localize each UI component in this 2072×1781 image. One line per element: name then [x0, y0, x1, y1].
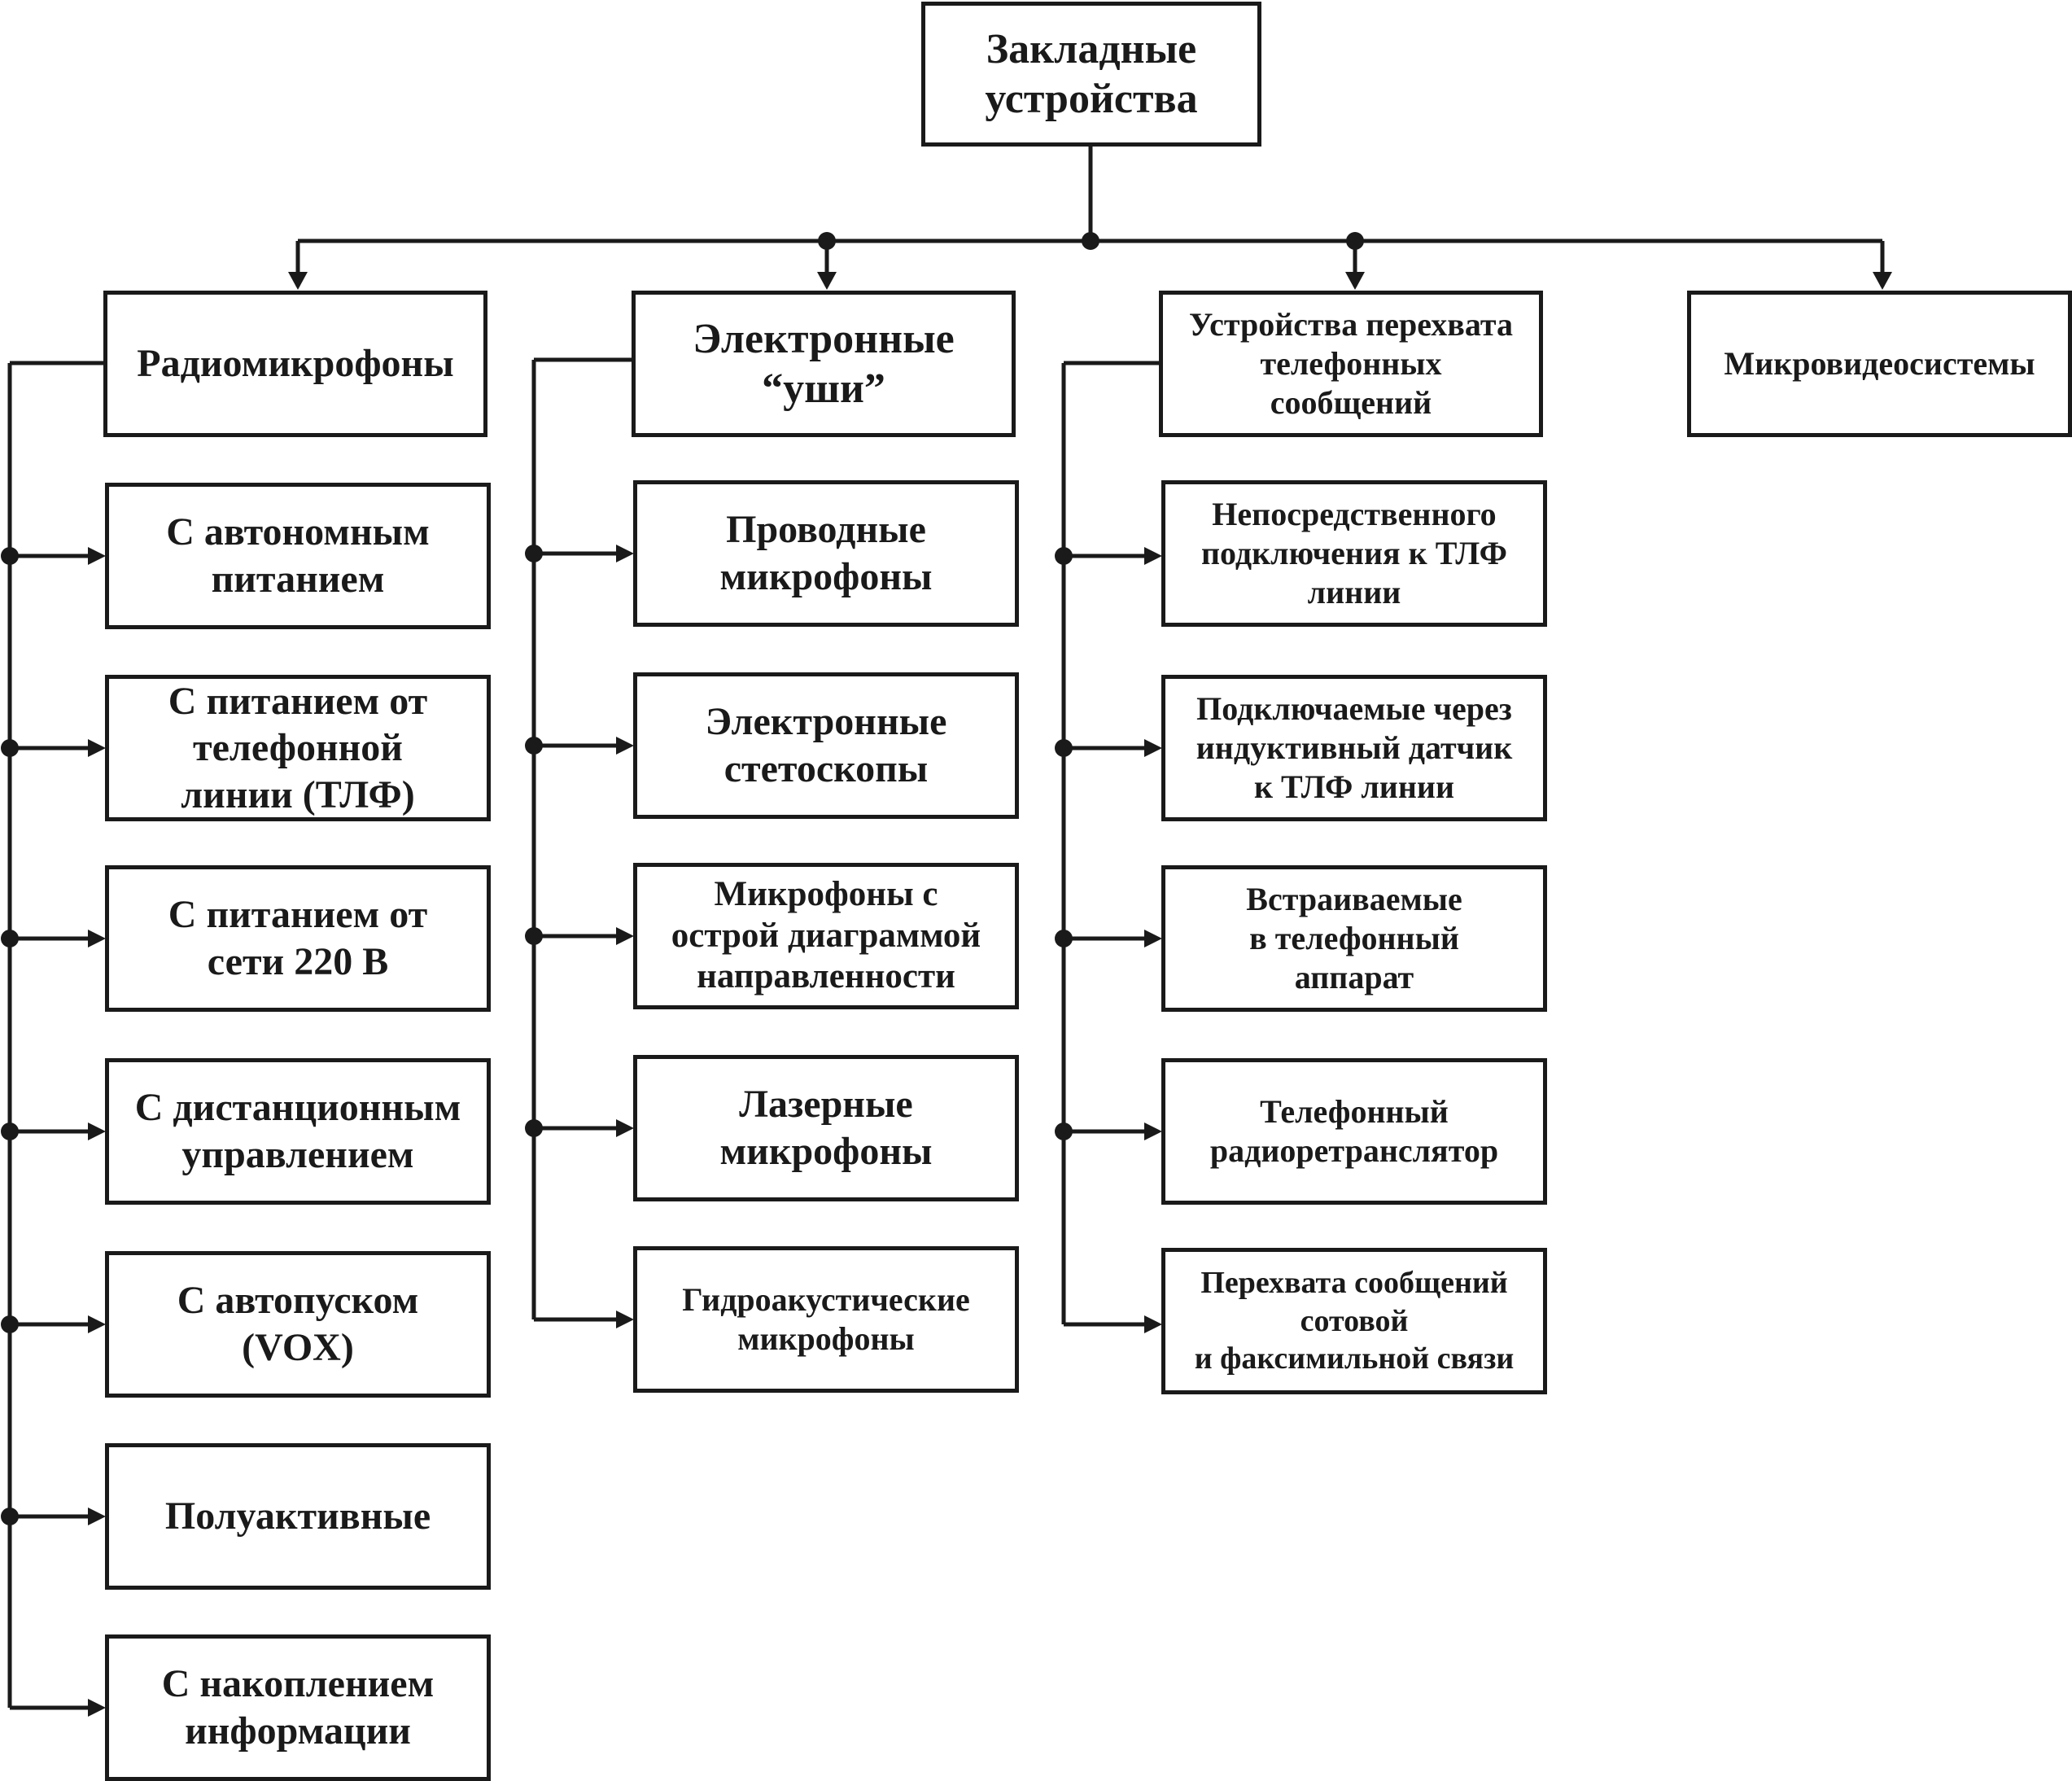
col2-branches [525, 545, 634, 1328]
item-label: Телефонный радиоретранслятор [1209, 1093, 1499, 1169]
drop-arrowhead-cat1 [288, 272, 308, 290]
item-label: Гидроакустические микрофоны [682, 1281, 970, 1357]
item-label: Подключаемые через индуктивный датчик к … [1196, 690, 1513, 805]
item-label: Лазерные микрофоны [719, 1083, 933, 1173]
item-label: Электронные стетоскопы [705, 700, 947, 790]
item-radio-storage: С накоплением информации [105, 1634, 491, 1781]
category-electronic-ears: Электронные “уши” [632, 291, 1016, 437]
item-label: Полуактивные [164, 1494, 431, 1538]
category-label: Микровидеосистемы [1724, 345, 2035, 382]
item-label: С накоплением информации [161, 1662, 435, 1753]
item-label: Проводные микрофоны [719, 508, 933, 598]
category-label: Устройства перехвата телефонных сообщени… [1189, 306, 1513, 421]
item-label: С дистанционным управлением [134, 1086, 461, 1176]
item-label: Перехвата сообщений сотовой и факсимильн… [1194, 1266, 1515, 1376]
item-radio-semi-active: Полуактивные [105, 1443, 491, 1590]
item-radio-autonomous-power: С автономным питанием [105, 483, 491, 629]
item-radio-vox: С автопуском (VOX) [105, 1251, 491, 1398]
item-phone-built-in: Встраиваемые в телефонный аппарат [1161, 865, 1547, 1012]
item-radio-mains-power: С питанием от сети 220 В [105, 865, 491, 1012]
root-node-label: Закладные устройства [985, 25, 1198, 122]
item-ears-wired-mics: Проводные микрофоны [633, 480, 1019, 627]
item-label: С автономным питанием [166, 510, 430, 601]
col1-branches [1, 547, 106, 1717]
item-phone-direct-connection: Непосредственного подключения к ТЛФ лини… [1161, 480, 1547, 627]
drop-arrowhead-cat3 [1345, 272, 1365, 290]
item-ears-directional-mics: Микрофоны с острой диаграммой направленн… [633, 863, 1019, 1009]
item-label: С автопуском (VOX) [177, 1279, 419, 1369]
category-radiomicrophones: Радиомикрофоны [103, 291, 487, 437]
item-label: Непосредственного подключения к ТЛФ лини… [1200, 496, 1508, 610]
item-phone-cellular-fax: Перехвата сообщений сотовой и факсимильн… [1161, 1248, 1547, 1394]
item-label: Встраиваемые в телефонный аппарат [1246, 881, 1462, 996]
item-ears-laser-mics: Лазерные микрофоны [633, 1055, 1019, 1201]
category-label: Электронные “уши” [693, 315, 955, 412]
item-ears-stethoscopes: Электронные стетоскопы [633, 672, 1019, 819]
item-phone-inductive-sensor: Подключаемые через индуктивный датчик к … [1161, 675, 1547, 821]
bus-dot-center [1082, 232, 1099, 250]
item-radio-remote-control: С дистанционным управлением [105, 1058, 491, 1205]
category-phone-interception: Устройства перехвата телефонных сообщени… [1159, 291, 1543, 437]
item-label: Микрофоны с острой диаграммой направленн… [671, 874, 981, 996]
item-ears-hydroacoustic-mics: Гидроакустические микрофоны [633, 1246, 1019, 1393]
drop-arrowhead-cat2 [817, 272, 837, 290]
col3-branches [1055, 547, 1162, 1333]
item-phone-radio-relay: Телефонный радиоретранслятор [1161, 1058, 1547, 1205]
item-label: С питанием от телефонной линии (ТЛФ) [168, 679, 428, 816]
category-microvideo: Микровидеосистемы [1687, 291, 2072, 437]
item-radio-phone-line-power: С питанием от телефонной линии (ТЛФ) [105, 675, 491, 821]
item-label: С питанием от сети 220 В [168, 893, 428, 983]
root-node: Закладные устройства [921, 2, 1261, 147]
drop-arrowhead-cat4 [1873, 272, 1892, 290]
category-label: Радиомикрофоны [137, 342, 454, 386]
